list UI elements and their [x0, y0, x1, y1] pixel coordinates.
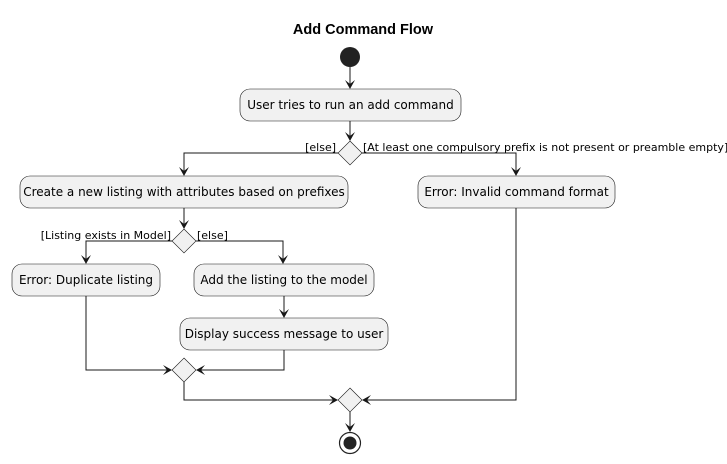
- activity-create-listing-label: Create a new listing with attributes bas…: [23, 185, 345, 199]
- activity-duplicate-label: Error: Duplicate listing: [19, 273, 153, 287]
- decision-prefix-check: [337, 140, 363, 166]
- end-node: [338, 431, 362, 455]
- start-node: [340, 47, 360, 67]
- diagram-title: Add Command Flow: [293, 22, 434, 38]
- activity-invalid-format-label: Error: Invalid command format: [424, 185, 609, 199]
- edge-exists-to-duplicate: [85, 240, 172, 261]
- arrowhead: [278, 255, 288, 264]
- arrowhead: [345, 132, 355, 141]
- edge-else-to-create: [183, 152, 338, 173]
- arrowhead: [179, 167, 189, 176]
- activity-success-label: Display success message to user: [185, 327, 384, 341]
- arrowhead: [163, 365, 172, 375]
- end-node-core: [343, 436, 357, 450]
- edge-invalid-to-merge: [365, 208, 517, 401]
- activity-add-to-model-label: Add the listing to the model: [200, 273, 367, 287]
- merge-outer: [337, 387, 363, 413]
- arrowhead: [345, 80, 355, 89]
- edge-success-to-merge: [199, 350, 285, 371]
- arrowhead: [196, 365, 205, 375]
- arrowhead: [279, 309, 289, 318]
- edge-else-to-add: [196, 240, 284, 261]
- activity-run-add-label: User tries to run an add command: [247, 98, 453, 112]
- arrowhead: [179, 220, 189, 229]
- arrowhead: [81, 255, 91, 264]
- arrowhead: [329, 395, 338, 405]
- guard-prefix-missing: [At least one compulsory prefix is not p…: [363, 141, 727, 154]
- edge-inner-merge-to-outer: [183, 382, 335, 401]
- arrowhead: [345, 423, 355, 432]
- guard-else-1: [else]: [305, 141, 336, 154]
- edge-duplicate-to-merge: [85, 296, 169, 371]
- arrowhead: [511, 167, 521, 176]
- guard-listing-exists: [Listing exists in Model]: [41, 229, 171, 242]
- edge-missing-to-invalid: [362, 152, 517, 173]
- merge-inner: [171, 357, 197, 383]
- arrowhead: [362, 395, 371, 405]
- guard-else-2: [else]: [197, 229, 228, 242]
- decision-listing-exists: [171, 228, 197, 254]
